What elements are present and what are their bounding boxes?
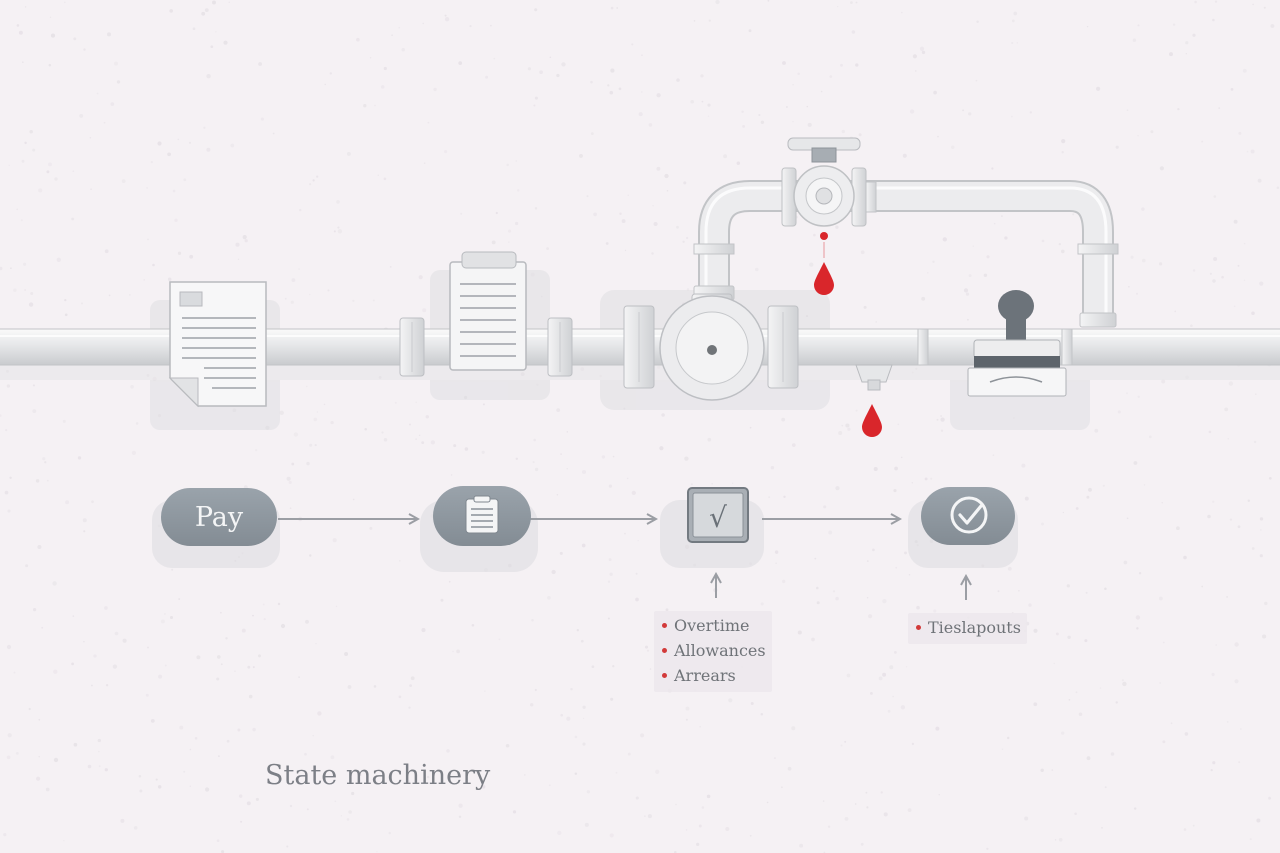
list-item-label: Overtime: [674, 616, 750, 635]
list-item: Allowances: [662, 638, 766, 663]
list-item-label: Arrears: [674, 666, 736, 685]
list-item-label: Tieslapouts: [928, 618, 1021, 637]
flow-stage-approved: [921, 487, 1015, 545]
list-item: Arrears: [662, 663, 766, 688]
list-item-label: Allowances: [674, 641, 766, 660]
checkmark-icon: √: [709, 501, 727, 534]
rubber-stamp-icon: [967, 290, 1067, 397]
flow-shadows: [152, 500, 1018, 572]
flow-stage-pay: Pay: [161, 488, 277, 546]
flow-arrows: [278, 519, 966, 600]
pipe-flanges: [399, 317, 573, 377]
bullet-icon: [662, 673, 667, 678]
flow-stage-clipboard: [433, 486, 531, 546]
bullet-icon: [916, 625, 921, 630]
pay-label: Pay: [195, 502, 244, 533]
bullet-icon: [662, 648, 667, 653]
document-icon: [168, 281, 267, 408]
check-circle-icon: [950, 496, 988, 534]
bullet-icon: [662, 623, 667, 628]
bypass-pipe: [693, 180, 1119, 328]
caption: State machinery: [265, 760, 491, 791]
flow-stage-checkbox: √: [687, 487, 749, 543]
clipboard-icon: [465, 495, 499, 534]
list-item: Overtime: [662, 613, 766, 638]
clipboard-icon: [449, 251, 527, 371]
stage4-input-list: Tieslapouts: [908, 613, 1027, 644]
list-item: Tieslapouts: [916, 615, 1021, 640]
upper-valve: [781, 137, 867, 240]
main-valve: [623, 293, 799, 401]
drop-icon: [814, 242, 882, 437]
drip-fitting: [855, 364, 893, 391]
